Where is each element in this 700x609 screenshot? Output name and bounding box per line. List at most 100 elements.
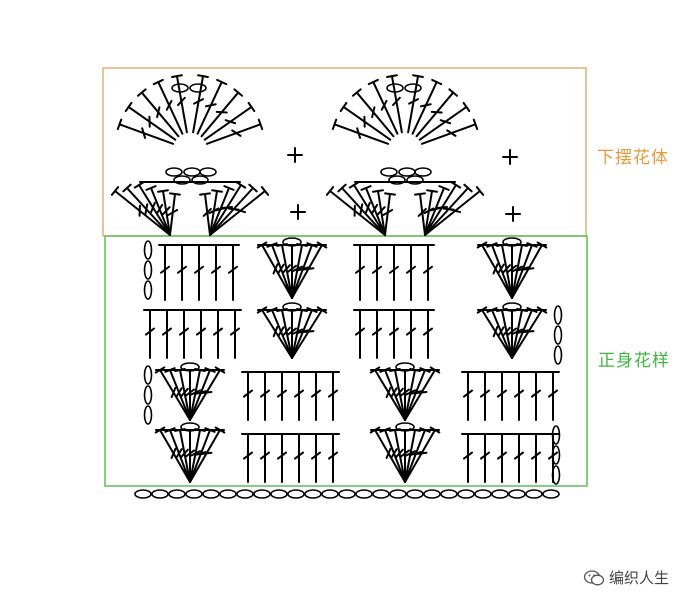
double-crochet-top: [384, 192, 396, 196]
double-crochet-slash: [234, 208, 247, 214]
double-crochet-top: [211, 189, 223, 193]
foundation-chain: [185, 489, 203, 499]
double-crochet-top: [247, 101, 256, 113]
double-crochet-slash: [224, 119, 237, 125]
double-crochet-slash: [311, 389, 321, 398]
double-crochet-slash: [372, 265, 382, 274]
double-crochet: [333, 123, 390, 145]
double-crochet-top: [122, 183, 132, 193]
double-crochet: [511, 244, 543, 299]
double-crochet: [374, 429, 406, 483]
double-crochet: [291, 244, 313, 299]
double-crochet: [205, 123, 262, 145]
double-crochet-slash: [141, 127, 147, 139]
fan-chain: [502, 237, 522, 247]
double-crochet-top: [360, 185, 372, 191]
double-crochet-slash: [277, 263, 285, 275]
double-crochet-slash: [497, 451, 507, 460]
double-crochet-slash: [372, 327, 382, 336]
double-crochet-slash: [356, 127, 362, 139]
double-crochet: [511, 309, 523, 359]
double-crochet: [511, 244, 523, 299]
wechat-icon: [583, 569, 605, 585]
double-crochet: [159, 369, 191, 421]
double-crochet-slash: [162, 327, 172, 336]
double-crochet-slash: [502, 264, 511, 274]
double-crochet: [404, 369, 426, 421]
foundation-chain: [253, 489, 271, 499]
double-crochet-top: [438, 185, 450, 191]
double-crochet-top: [257, 118, 264, 131]
double-crochet-top: [199, 192, 211, 196]
double-crochet: [501, 244, 513, 299]
body-pattern-label: 正身花样: [598, 351, 670, 371]
chain-stitch: [553, 325, 563, 345]
foundation-chain: [219, 489, 237, 499]
double-crochet: [394, 369, 406, 421]
double-crochet-slash: [423, 327, 433, 336]
chain-stitch: [173, 175, 191, 185]
double-crochet-slash: [156, 106, 161, 119]
double-crochet: [377, 190, 386, 236]
double-crochet: [209, 184, 242, 236]
double-crochet-slash: [243, 451, 253, 460]
double-crochet-slash: [292, 265, 303, 273]
double-crochet-slash: [177, 96, 186, 107]
double-crochet-top: [386, 74, 398, 79]
double-crochet-slash: [531, 389, 541, 398]
double-crochet-top: [248, 183, 258, 193]
foundation-chain: [423, 489, 441, 499]
double-crochet: [353, 184, 386, 236]
double-crochet: [169, 193, 176, 236]
double-crochet-top: [157, 189, 169, 193]
double-crochet-top: [145, 185, 157, 191]
double-crochet-slash: [277, 451, 287, 460]
watermark: 编织人生: [583, 567, 669, 588]
double-crochet-slash: [150, 201, 156, 214]
double-crochet: [138, 184, 171, 236]
double-crochet-slash: [392, 96, 401, 107]
double-crochet-slash: [507, 264, 517, 273]
foundation-chain: [474, 489, 492, 499]
double-crochet-slash: [371, 106, 376, 119]
double-crochet: [189, 369, 211, 421]
double-crochet: [329, 190, 386, 236]
double-crochet-slash: [170, 386, 177, 399]
double-crochet-slash: [204, 103, 217, 108]
double-crochet-top: [351, 88, 362, 97]
double-crochet: [150, 187, 171, 236]
foundation-chain: [151, 489, 169, 499]
double-crochet-slash: [463, 389, 473, 398]
double-crochet-top: [462, 101, 471, 113]
double-crochet-slash: [202, 207, 212, 217]
double-crochet-slash: [145, 327, 155, 336]
double-crochet: [203, 105, 253, 141]
double-crochet-top: [116, 118, 123, 131]
double-crochet-slash: [277, 326, 285, 337]
double-crochet: [175, 75, 188, 134]
double-crochet-slash: [514, 389, 524, 398]
double-crochet-top: [337, 183, 347, 193]
double-crochet-top: [339, 101, 348, 113]
double-crochet-slash: [497, 389, 507, 398]
double-crochet-slash: [294, 389, 304, 398]
double-crochet: [424, 184, 457, 236]
double-crochet-slash: [144, 203, 149, 216]
double-crochet-slash: [231, 129, 242, 137]
double-crochet-slash: [287, 264, 297, 273]
double-crochet: [127, 105, 177, 141]
double-crochet: [411, 81, 438, 135]
foundation-chain: [270, 489, 288, 499]
foundation-chain: [542, 489, 560, 499]
double-crochet: [271, 244, 293, 299]
chain-stitch: [388, 175, 406, 185]
double-crochet-slash: [382, 208, 394, 216]
chain-stitch: [398, 167, 416, 177]
double-crochet: [481, 309, 513, 359]
chain-stitch: [406, 175, 424, 185]
double-crochet-top: [133, 181, 145, 189]
double-crochet: [209, 187, 254, 236]
double-crochet-slash: [170, 447, 177, 459]
double-crochet-slash: [531, 451, 541, 460]
